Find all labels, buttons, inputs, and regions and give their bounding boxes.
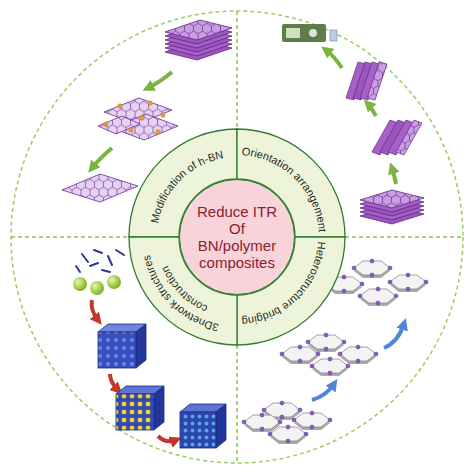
bn-fillers (90, 263, 98, 266)
ring-segment-shape (129, 237, 237, 345)
bn-fillers (102, 270, 110, 272)
device (282, 24, 326, 42)
functional-groups (161, 113, 165, 117)
aligned-sheets (396, 120, 422, 155)
center-label: Reduce ITR Of BN/polymer composites (192, 203, 282, 272)
aligned-sheets (367, 62, 387, 100)
hybrid-plates (358, 287, 398, 306)
filled-cube (116, 386, 164, 430)
ring-label: Modification of h-BN (148, 148, 224, 224)
device (286, 28, 300, 38)
functional-groups (104, 101, 165, 134)
hybrid-plates (310, 357, 350, 376)
composite-cube (180, 412, 216, 448)
hybrid-plates (352, 259, 392, 278)
exfoliated-flakes (98, 98, 178, 140)
functional-groups (129, 128, 133, 132)
ring-segment: Modification of h-BN (127, 127, 237, 237)
polymer-spheres (107, 275, 121, 289)
process-arrow (92, 148, 112, 168)
bn-stack (360, 190, 424, 224)
ring-label-path: 3Dnetwork structures construction (139, 251, 219, 334)
outer-frame (236, 345, 238, 463)
ring-label: 3Dnetwork structures construction (139, 251, 219, 334)
ring-segment-shape (237, 237, 345, 345)
bn-fillers (108, 256, 112, 265)
foam-cube (98, 332, 136, 368)
filled-cube (154, 386, 164, 430)
process-arrow (326, 50, 342, 68)
hybrid-plates (280, 333, 378, 376)
device (309, 29, 317, 37)
process-arrow (110, 374, 118, 390)
hybrid-plates (242, 401, 332, 444)
functional-groups (118, 104, 122, 108)
hybrid-plates (280, 345, 320, 364)
ring-segment-outline: 3Dnetwork structures construction (127, 237, 237, 347)
process-arrow (384, 324, 404, 348)
composite-cube (180, 404, 226, 448)
bn-stack (165, 20, 232, 60)
process-arrow (92, 300, 98, 320)
functional-groups (104, 122, 108, 126)
ring-segment: Heterostructure bridging (237, 237, 347, 347)
hybrid-plates (338, 345, 378, 364)
outer-frame (11, 236, 129, 238)
ring-label: Orientation arrangement (241, 145, 329, 233)
functional-groups (156, 130, 160, 134)
bn-fillers (94, 250, 102, 253)
bn-nanosheet (62, 174, 138, 202)
device (330, 30, 337, 41)
bn-stack (165, 20, 232, 40)
polymer-spheres (90, 281, 104, 295)
process-arrow (392, 168, 396, 184)
foam-cube (98, 324, 146, 368)
process-arrow (312, 384, 334, 400)
hybrid-plates (292, 411, 332, 430)
filled-cube (116, 394, 154, 430)
device (282, 24, 337, 42)
functional-groups (140, 116, 144, 120)
bn-fillers (76, 266, 80, 272)
hybrid-plates (388, 273, 428, 292)
outer-frame (345, 236, 463, 238)
process-arrow (148, 72, 172, 88)
aligned-sheets (346, 62, 387, 100)
ring-segment-outline: Heterostructure bridging (237, 237, 347, 347)
ring-segment-shape (129, 129, 237, 237)
ring-label-path: Modification of h-BN (148, 148, 224, 224)
aligned-sheets (372, 120, 422, 155)
polymer-spheres (73, 277, 87, 291)
ring-label-path: Orientation arrangement (241, 145, 329, 233)
outer-frame (236, 11, 238, 129)
composite-cube (216, 404, 226, 448)
functional-groups (148, 101, 152, 105)
bn-fillers (116, 250, 124, 255)
ring-segment-shape (237, 129, 345, 237)
bn-fillers (76, 250, 124, 272)
process-arrow (158, 436, 176, 441)
bn-fillers (82, 254, 88, 262)
ring-segment-outline: Modification of h-BN (127, 127, 237, 237)
ring-label: Heterostructure bridging (241, 241, 328, 328)
bn-stack (360, 190, 424, 208)
process-arrow (368, 104, 376, 116)
ring-segment-outline: Orientation arrangement (236, 127, 347, 237)
outer-frame (11, 11, 463, 463)
ring-segment: 3Dnetwork structures construction (127, 237, 237, 347)
ring-segment: Orientation arrangement (236, 127, 347, 237)
hybrid-plates (242, 413, 282, 432)
ring-label-path: Heterostructure bridging (241, 241, 328, 328)
foam-cube (136, 324, 146, 368)
outer-frame (11, 11, 463, 463)
exfoliated-flakes (98, 116, 140, 134)
polymer-spheres (73, 275, 121, 295)
